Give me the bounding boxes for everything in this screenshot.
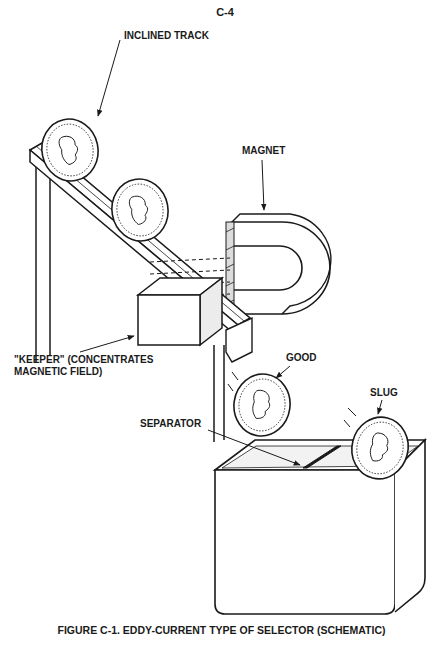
support-leg — [223, 345, 225, 440]
part-label: MAGNET — [242, 145, 312, 157]
motion-line — [348, 408, 356, 416]
horseshoe-magnet — [226, 214, 331, 314]
magnet-side — [282, 268, 330, 314]
coin — [107, 175, 173, 246]
leader-line — [98, 40, 120, 116]
magnet-body — [232, 222, 330, 314]
leader-line — [80, 336, 134, 352]
keeper-block — [138, 278, 222, 345]
support-leg — [213, 345, 215, 442]
magnet-top — [232, 214, 331, 268]
leader-lines — [80, 40, 382, 465]
motion-line — [228, 384, 233, 391]
figure-caption: FIGURE C-1. EDDY-CURRENT TYPE OF SELECTO… — [8, 624, 435, 637]
pole-hatching — [226, 228, 234, 304]
keeper-side — [200, 278, 222, 345]
bin-front — [215, 470, 395, 614]
page-number: C-4 — [205, 6, 245, 19]
part-label: SEPARATOR — [140, 418, 220, 430]
track-chute — [226, 318, 252, 362]
hatch — [226, 228, 234, 232]
motion-line — [232, 372, 238, 380]
part-label: GOOD — [286, 352, 336, 364]
part-label: "KEEPER" (CONCENTRATES MAGNETIC FIELD) — [14, 354, 164, 378]
leader-line — [378, 400, 382, 414]
support-leg — [49, 170, 51, 356]
coin — [36, 114, 104, 186]
support-leg — [35, 160, 37, 362]
coin — [230, 370, 294, 439]
field-line — [150, 258, 230, 262]
field-line — [150, 270, 230, 274]
part-label: INCLINED TRACK — [124, 30, 244, 42]
hatch — [226, 264, 234, 268]
separator-plate — [303, 446, 341, 468]
slug-coin — [345, 411, 414, 485]
hatch — [226, 246, 234, 250]
keeper-front — [138, 295, 200, 345]
motion-line — [344, 420, 350, 427]
leader-line — [262, 160, 264, 210]
part-label: SLUG — [370, 387, 420, 399]
leader-line — [208, 430, 300, 465]
leader-line — [276, 366, 290, 378]
track-supports — [36, 160, 224, 442]
